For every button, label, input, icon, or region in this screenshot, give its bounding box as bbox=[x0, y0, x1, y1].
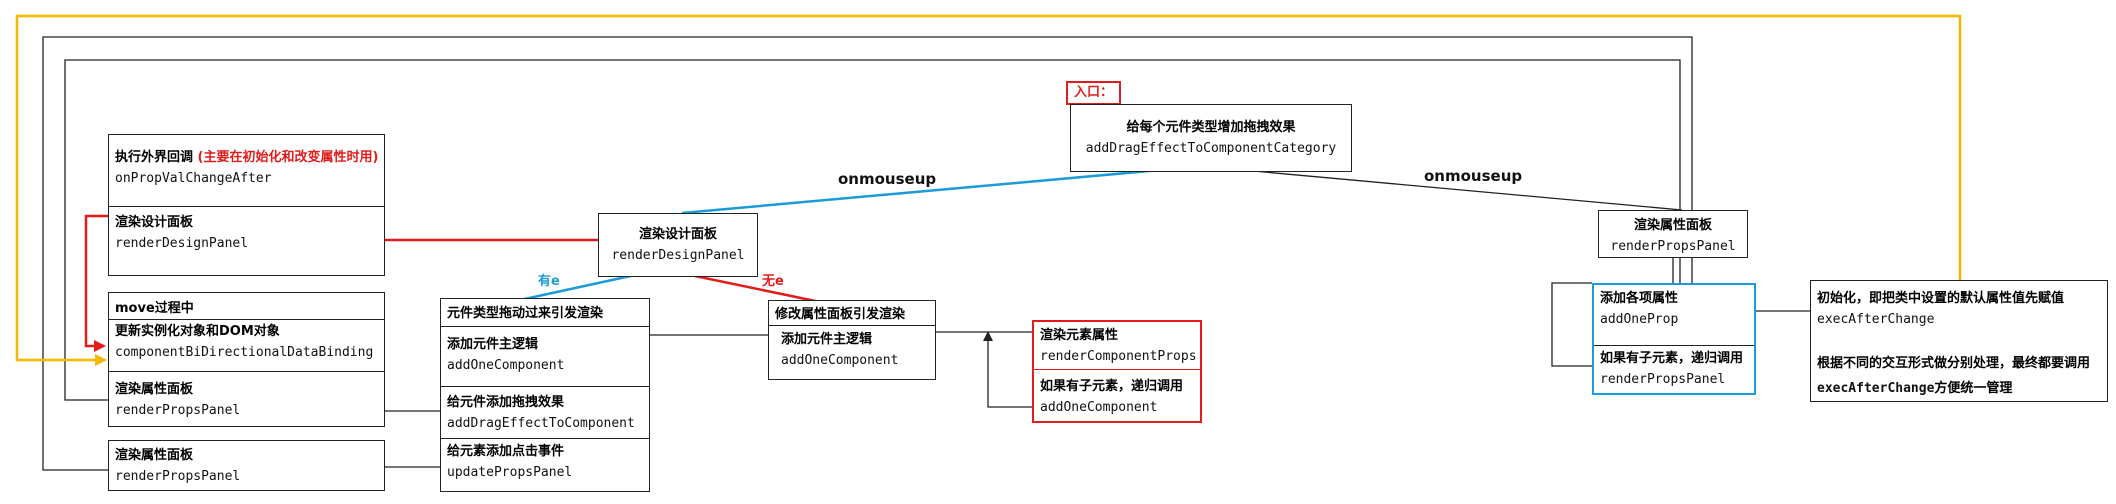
props-panel-code: renderPropsPanel bbox=[1610, 239, 1736, 254]
init-title: 初始化，即把类中设置的默认属性值先赋值 bbox=[1817, 291, 2065, 306]
modify-box: 修改属性面板引发渲染 添加元件主逻辑 addOneComponent bbox=[768, 300, 936, 380]
render-props-title: 渲染元素属性 bbox=[1040, 328, 1119, 343]
move-title: move过程中 bbox=[115, 301, 194, 316]
design-panel-node: 渲染设计面板 renderDesignPanel bbox=[598, 213, 758, 277]
callback-box: 执行外界回调 (主要在初始化和改变属性时用) onPropValChangeAf… bbox=[108, 134, 385, 276]
drag-s1-title: 添加元件主逻辑 bbox=[447, 337, 539, 352]
entry-node-code: addDragEffectToComponentCategory bbox=[1085, 141, 1337, 156]
has-e-label: 有e bbox=[538, 274, 560, 289]
props-panel-title: 渲染属性面板 bbox=[1633, 218, 1712, 233]
drag-s3-title: 给元素添加点击事件 bbox=[447, 444, 565, 459]
addprop-loop-line bbox=[1551, 282, 1592, 367]
red-no-e-line bbox=[694, 274, 821, 304]
design-panel-code: renderDesignPanel bbox=[611, 248, 745, 263]
init-box: 初始化，即把类中设置的默认属性值先赋值 execAfterChange 根据不同… bbox=[1810, 280, 2108, 402]
move-box: move过程中 更新实例化对象和DOM对象 componentBiDirecti… bbox=[108, 292, 385, 427]
add-prop-code: addOneProp bbox=[1600, 312, 1679, 327]
drag-s1-code: addOneComponent bbox=[447, 358, 565, 373]
init-line3-text: 方便统一管理 bbox=[1934, 381, 2013, 396]
render-props-sub-code: addOneComponent bbox=[1040, 400, 1158, 415]
init-code: execAfterChange bbox=[1817, 312, 1935, 327]
bottom-props-code: renderPropsPanel bbox=[115, 469, 241, 484]
render-props-box: 渲染元素属性 renderComponentProps 如果有子元素，递归调用 … bbox=[1032, 320, 1202, 423]
entry-node: 给每个元件类型增加拖拽效果 addDragEffectToComponentCa… bbox=[1070, 104, 1352, 172]
drag-header: 元件类型拖动过来引发渲染 bbox=[447, 306, 604, 321]
onmouseup-label-right: onmouseup bbox=[1424, 167, 1523, 185]
entry-label: 入口： bbox=[1066, 81, 1122, 105]
drag-s2-title: 给元件添加拖拽效果 bbox=[447, 395, 565, 410]
callback-code: onPropValChangeAfter bbox=[115, 171, 272, 186]
no-e-label: 无e bbox=[762, 274, 784, 289]
render-props-sub-title: 如果有子元素，递归调用 bbox=[1040, 379, 1184, 394]
add-prop-sub-code: renderPropsPanel bbox=[1600, 372, 1726, 387]
modify-header: 修改属性面板引发渲染 bbox=[775, 307, 906, 322]
bottom-props-box: 渲染属性面板 renderPropsPanel bbox=[108, 440, 385, 491]
callback-note: (主要在初始化和改变属性时用) bbox=[197, 150, 379, 165]
move-code: componentBiDirectionalDataBinding bbox=[115, 345, 374, 360]
add-prop-sub-title: 如果有子元素，递归调用 bbox=[1600, 351, 1744, 366]
entry-node-title: 给每个元件类型增加拖拽效果 bbox=[1126, 120, 1296, 135]
callback-sub-code: renderDesignPanel bbox=[115, 236, 249, 251]
render-props-code: renderComponentProps bbox=[1040, 349, 1197, 364]
modify-s1-title: 添加元件主逻辑 bbox=[781, 332, 873, 347]
render-back-arrow bbox=[983, 331, 1032, 408]
drag-box: 元件类型拖动过来引发渲染 添加元件主逻辑 addOneComponent 给元件… bbox=[440, 298, 650, 492]
add-prop-box: 添加各项属性 addOneProp 如果有子元素，递归调用 renderProp… bbox=[1592, 283, 1756, 395]
bottom-props-title: 渲染属性面板 bbox=[115, 448, 194, 463]
callback-title: 执行外界回调 bbox=[115, 150, 194, 165]
move-sub-title: 更新实例化对象和DOM对象 bbox=[115, 324, 280, 339]
init-line2: 根据不同的交互形式做分别处理，最终都要调用 bbox=[1817, 356, 2091, 371]
drag-s3-code: updatePropsPanel bbox=[447, 465, 573, 480]
modify-s1-code: addOneComponent bbox=[781, 353, 899, 368]
move-sub2-title: 渲染属性面板 bbox=[115, 382, 194, 397]
drag-s2-code: addDragEffectToComponent bbox=[447, 416, 635, 431]
callback-sub-title: 渲染设计面板 bbox=[115, 215, 194, 230]
design-panel-title: 渲染设计面板 bbox=[638, 227, 717, 242]
add-prop-title: 添加各项属性 bbox=[1600, 291, 1679, 306]
move-sub2-code: renderPropsPanel bbox=[115, 403, 241, 418]
init-line3-code: execAfterChange bbox=[1817, 381, 1935, 396]
red-loop-line bbox=[84, 214, 108, 352]
props-panel-node: 渲染属性面板 renderPropsPanel bbox=[1598, 210, 1748, 258]
onmouseup-label-left: onmouseup bbox=[838, 170, 937, 188]
